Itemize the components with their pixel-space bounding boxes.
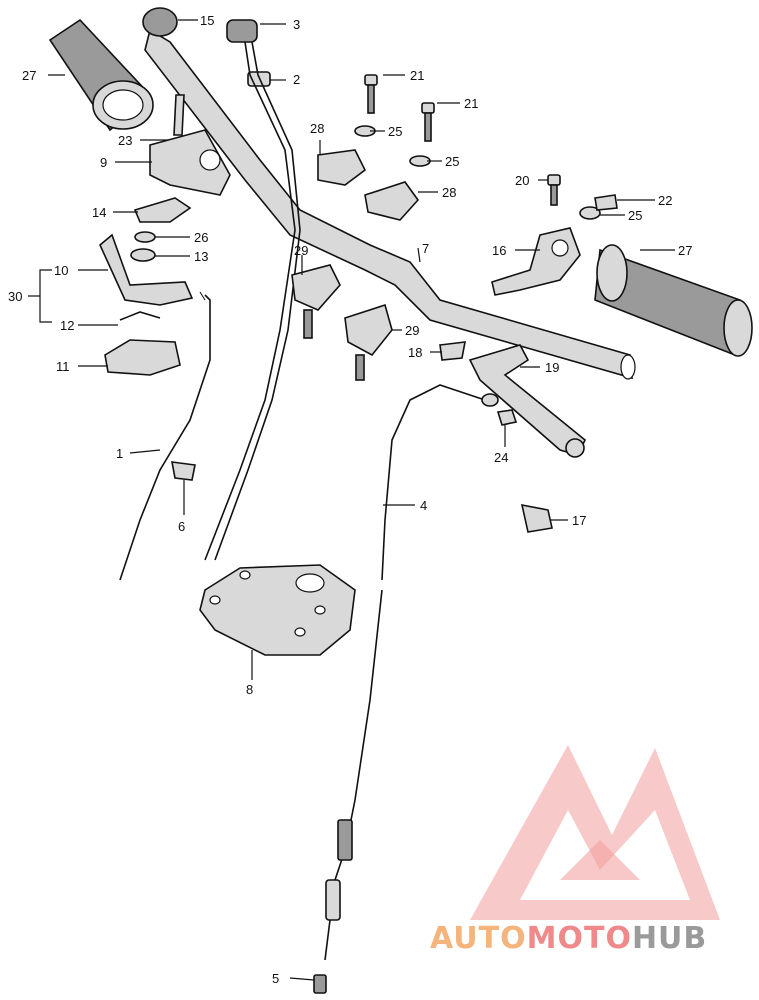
holder-cap-upper <box>317 149 367 186</box>
watermark-text: AUTOMOTOHUB <box>430 921 707 956</box>
bar-end-plug <box>142 7 178 37</box>
switch-housing <box>199 564 356 656</box>
label-25-a: 25 <box>388 124 402 139</box>
right-grip <box>594 244 753 357</box>
cable-end-5 <box>313 974 327 994</box>
bolt-21-a <box>364 74 378 86</box>
washer-13 <box>130 248 156 262</box>
left-grip <box>48 18 154 132</box>
label-26: 26 <box>194 230 208 245</box>
label-3: 3 <box>293 17 300 32</box>
adjuster-17 <box>520 503 553 533</box>
label-9: 9 <box>100 155 107 170</box>
bolt-22 <box>594 194 618 211</box>
label-28-a: 28 <box>310 121 324 136</box>
label-8: 8 <box>246 682 253 697</box>
label-21-a: 21 <box>410 68 424 83</box>
label-4: 4 <box>420 498 427 513</box>
label-12: 12 <box>60 318 74 333</box>
label-10: 10 <box>54 263 68 278</box>
watermark-moto: MOTO <box>527 921 632 956</box>
clip-18 <box>439 341 466 361</box>
label-6: 6 <box>178 519 185 534</box>
label-19: 19 <box>545 360 559 375</box>
label-18: 18 <box>408 345 422 360</box>
spring-12 <box>119 311 161 321</box>
watermark-logo <box>470 745 720 920</box>
screw-23 <box>173 94 185 136</box>
clutch-lever-bracket <box>491 227 581 296</box>
label-21-b: 21 <box>464 96 478 111</box>
bolt-21-b <box>421 102 435 114</box>
label-27-right: 27 <box>678 243 692 258</box>
label-5: 5 <box>272 971 279 986</box>
label-1: 1 <box>116 446 123 461</box>
label-29-b: 29 <box>405 323 419 338</box>
holder-cap-lower <box>364 181 420 221</box>
svg-text:AUTOMOTOHUB: AUTOMOTOHUB <box>430 921 707 956</box>
washer-25-c <box>579 206 601 220</box>
label-22: 22 <box>658 193 672 208</box>
bracket-11 <box>104 339 181 376</box>
label-13: 13 <box>194 249 208 264</box>
label-23: 23 <box>118 133 132 148</box>
label-20: 20 <box>515 173 529 188</box>
label-25-c: 25 <box>628 208 642 223</box>
label-14: 14 <box>92 205 106 220</box>
nut-24 <box>496 409 518 426</box>
callouts: 15 3 2 27 23 9 14 26 13 10 30 12 11 1 6 … <box>8 13 692 986</box>
label-25-b: 25 <box>445 154 459 169</box>
label-11: 11 <box>56 359 70 374</box>
label-17: 17 <box>572 513 586 528</box>
label-24: 24 <box>494 450 508 465</box>
lever-10 <box>99 233 194 306</box>
leader-lines <box>28 19 675 981</box>
clutch-lever <box>468 344 586 456</box>
label-29-a: 29 <box>294 243 308 258</box>
watermark-auto: AUTO <box>430 921 527 956</box>
cable-clip-6 <box>171 461 196 481</box>
handlebar-holder-lower <box>344 303 393 381</box>
engine-stop-switch <box>226 19 258 43</box>
watermark-hub: HUB <box>632 921 707 956</box>
bolt-20 <box>547 174 561 186</box>
label-30: 30 <box>8 289 22 304</box>
label-28-b: 28 <box>442 185 456 200</box>
label-16: 16 <box>492 243 506 258</box>
label-2: 2 <box>293 72 300 87</box>
lever-bracket <box>149 129 231 196</box>
label-27-left: 27 <box>22 68 36 83</box>
label-7: 7 <box>422 241 429 256</box>
plate-14 <box>133 197 192 223</box>
handlebar-holder-upper <box>291 264 341 339</box>
label-15: 15 <box>200 13 214 28</box>
spring-26 <box>134 231 156 243</box>
